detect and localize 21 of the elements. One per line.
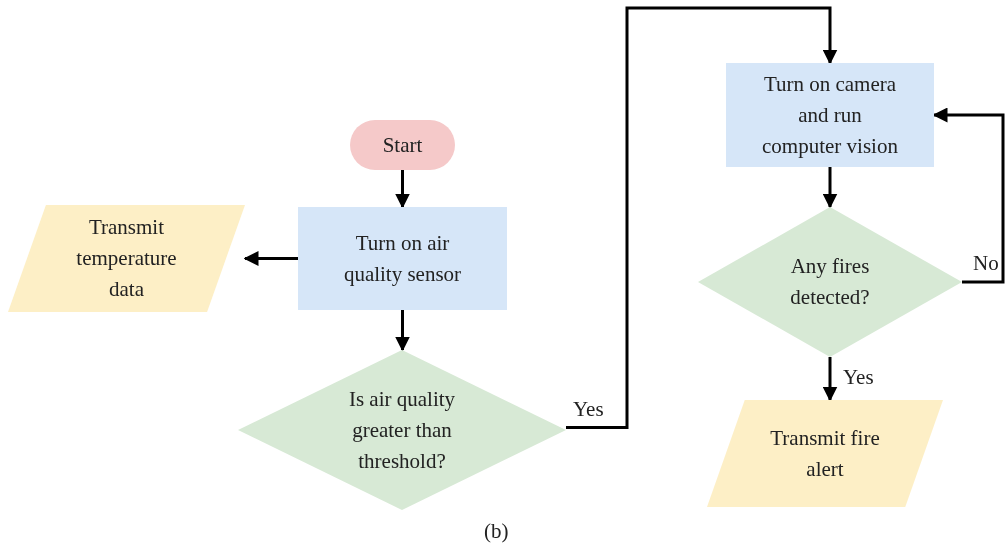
node-label: Start <box>382 131 423 159</box>
node-label: Transmit temperature data <box>75 214 178 303</box>
arrow <box>395 310 410 352</box>
process-box <box>298 207 507 310</box>
caption: (b) <box>484 519 509 544</box>
node-label: Turn on camera and run computer vision <box>761 70 899 160</box>
data-parallelogram <box>707 400 943 507</box>
process-box <box>726 63 934 167</box>
arrow <box>243 251 298 266</box>
arrow <box>566 6 838 429</box>
node-label: Any fires detected? <box>789 253 871 311</box>
arrow <box>822 357 838 402</box>
data-parallelogram <box>8 205 245 312</box>
decision-diamond <box>698 207 962 357</box>
arrow <box>395 170 410 209</box>
node-label: Turn on air quality sensor <box>342 229 463 288</box>
node-label: Transmit fire alert <box>769 424 881 483</box>
decision-diamond <box>238 350 566 510</box>
arrow <box>822 167 838 209</box>
node-label: Is air quality greater than threshold? <box>347 385 457 475</box>
terminal-pill <box>350 120 455 170</box>
